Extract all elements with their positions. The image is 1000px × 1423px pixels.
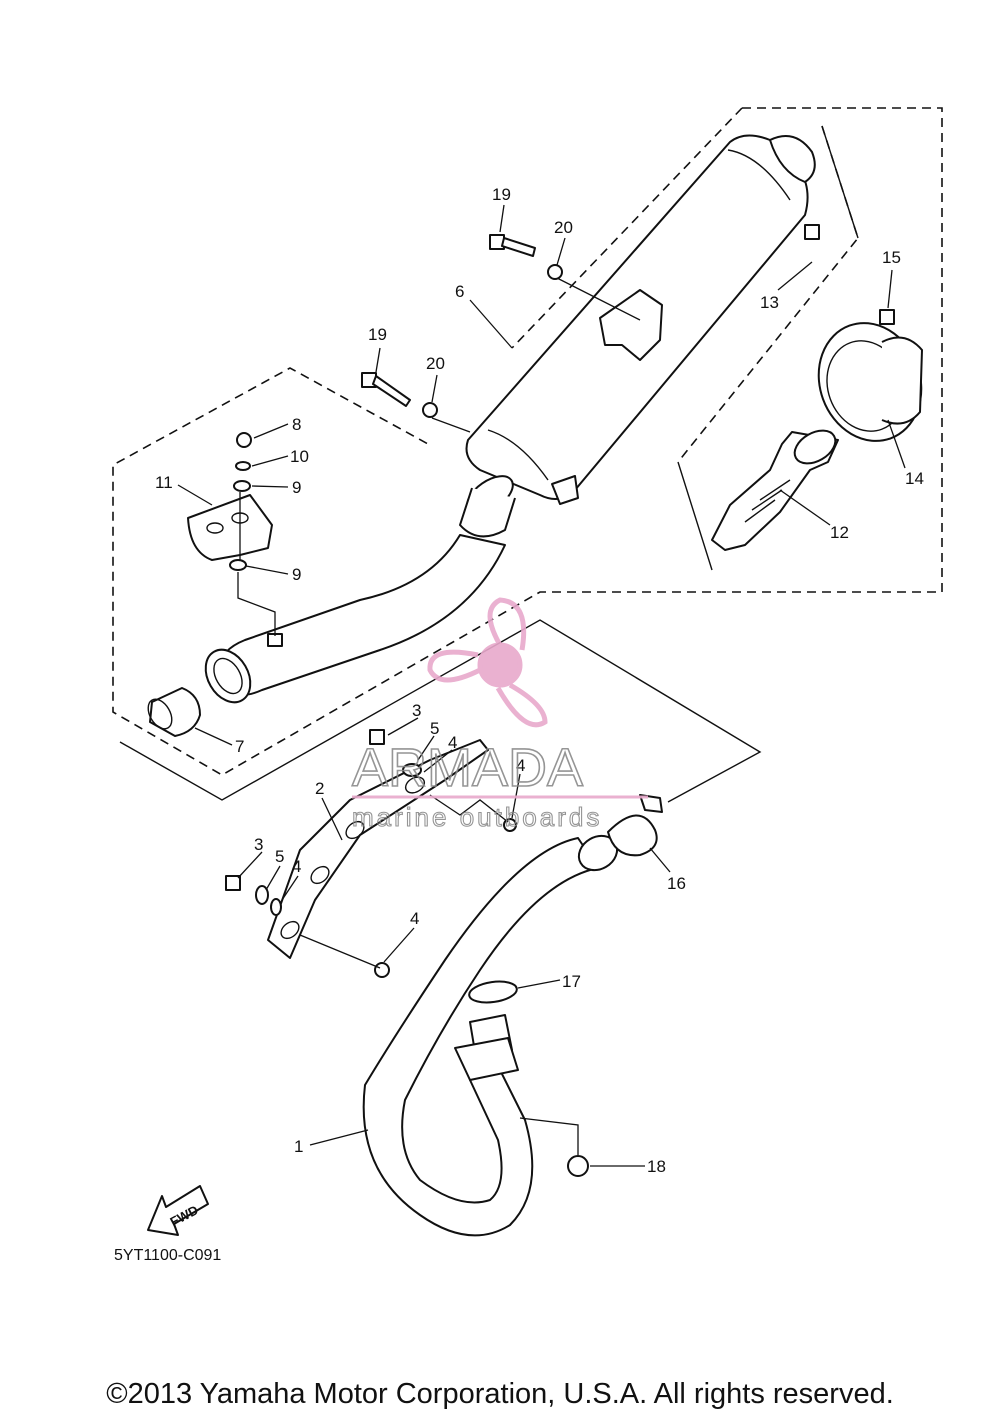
callout-20-lower: 20 (426, 354, 445, 373)
callout-19-upper: 19 (492, 185, 511, 204)
callout-5-lower: 5 (275, 847, 284, 866)
pipe-clamp (607, 794, 663, 857)
callout-9-lower: 9 (292, 565, 301, 584)
callout-14: 14 (905, 469, 924, 488)
callout-18: 18 (647, 1157, 666, 1176)
flange-nut (567, 1155, 589, 1177)
callout-11: 11 (155, 473, 173, 492)
tailpipe-assembly (711, 224, 923, 551)
callout-19-lower: 19 (368, 325, 387, 344)
muffler-bracket (187, 432, 276, 636)
callout-8: 8 (292, 415, 301, 434)
callout-4-mid-right: 4 (516, 756, 525, 775)
muffler-dash-link (511, 107, 743, 349)
callout-5-upper: 5 (430, 719, 439, 738)
callout-4-lower-left: 4 (292, 857, 301, 876)
leader-lines (177, 204, 906, 1167)
callout-2: 2 (315, 779, 324, 798)
callout-7: 7 (235, 737, 244, 756)
callout-3-upper: 3 (412, 701, 421, 720)
connecting-pipe (147, 534, 506, 737)
callout-12: 12 (830, 523, 849, 542)
callout-16: 16 (667, 874, 686, 893)
watermark-tagline: marine outboards (352, 802, 602, 832)
tailpipe-cone-outline (677, 125, 859, 571)
callout-6: 6 (455, 282, 464, 301)
propeller-logo-icon (427, 597, 548, 728)
heat-protector (225, 729, 517, 978)
header-group-boundary (119, 619, 762, 803)
watermark-brand: ARMADA (352, 738, 583, 798)
callout-17: 17 (562, 972, 581, 991)
muffler (459, 134, 816, 538)
callout-10: 10 (290, 447, 309, 466)
callout-9-upper: 9 (292, 478, 301, 497)
callout-3-lower: 3 (254, 835, 263, 854)
callout-15: 15 (882, 248, 901, 267)
callout-13: 13 (760, 293, 779, 312)
exhaust-header-pipe (362, 834, 619, 1237)
callout-4-lower: 4 (410, 909, 419, 928)
fwd-arrow-icon: FWD (147, 1185, 209, 1236)
callout-20-upper: 20 (554, 218, 573, 237)
callout-1: 1 (294, 1137, 303, 1156)
muffler-group-boundary (112, 107, 943, 776)
callout-4-upper: 4 (448, 733, 457, 752)
armada-watermark: ARMADA marine outboards (351, 597, 648, 833)
diagram-code: 5YT1100-C091 (114, 1247, 222, 1264)
callout-numbers: 1 2 3 3 4 4 4 4 5 5 6 7 8 9 9 10 11 12 1… (155, 185, 924, 1176)
muffler-bolts (361, 234, 563, 418)
copyright-notice: ©2013 Yamaha Motor Corporation, U.S.A. A… (106, 1378, 894, 1410)
